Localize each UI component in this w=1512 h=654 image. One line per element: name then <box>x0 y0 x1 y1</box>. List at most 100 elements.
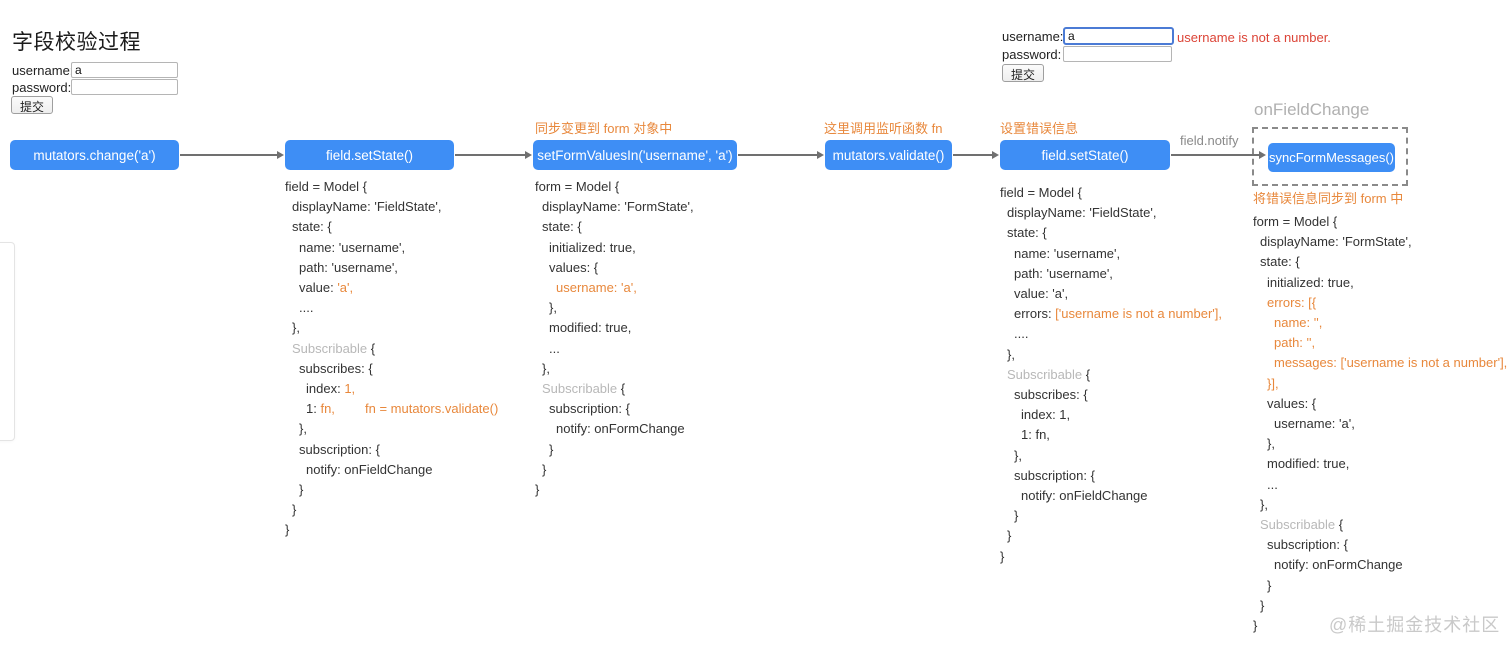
code-line: notify: onFieldChange <box>1021 488 1148 504</box>
code-line: notify: onFormChange <box>1274 557 1403 573</box>
code-line: .... <box>299 300 314 316</box>
code-line: displayName: 'FieldState', <box>292 199 442 215</box>
arrow-1 <box>180 151 284 158</box>
annotation-set-error: 设置错误信息 <box>1000 121 1079 136</box>
code-line: form = Model { <box>1253 214 1338 229</box>
code-line: }, <box>542 360 550 376</box>
code-line: displayName: 'FormState', <box>1260 234 1412 250</box>
code-line: }, <box>1267 436 1275 452</box>
code-line: modified: true, <box>1267 456 1350 472</box>
code-line: } <box>1007 528 1012 544</box>
left-password-label: password: <box>12 80 72 95</box>
code-line: } <box>299 482 304 498</box>
code-line: index: 1, <box>1021 407 1071 423</box>
code-line: subscription: { <box>1267 537 1348 553</box>
code-line: path: '', <box>1274 335 1316 351</box>
flow-node-label: setFormValuesIn('username', 'a') <box>537 147 733 163</box>
code-line: } <box>1253 618 1258 634</box>
code-line: displayName: 'FieldState', <box>1007 205 1157 221</box>
code-line: value: 'a', <box>299 280 354 296</box>
code-line: state: { <box>1260 254 1300 270</box>
right-username-input[interactable] <box>1063 27 1174 45</box>
right-username-label: username: <box>1002 29 1064 44</box>
field-notify-edge-label: field.notify <box>1180 133 1239 148</box>
flow-node-mutators-change: mutators.change('a') <box>10 140 179 170</box>
code-line: path: 'username', <box>1014 265 1113 281</box>
code-block-field-state-2: field = Model { displayName: 'FieldState'… <box>1000 183 1222 567</box>
code-line: Subscribable { <box>292 340 376 356</box>
code-line: }, <box>299 421 307 437</box>
code-line: } <box>1014 508 1019 524</box>
code-line: subscription: { <box>299 441 380 457</box>
code-line: initialized: true, <box>549 239 636 255</box>
code-line: Subscribable { <box>1007 366 1091 382</box>
code-line: } <box>285 522 290 538</box>
code-line: notify: onFormChange <box>556 421 685 437</box>
flow-node-label: mutators.change('a') <box>33 147 156 163</box>
code-line: notify: onFieldChange <box>306 461 433 477</box>
code-line: field = Model { <box>1000 185 1083 200</box>
code-line: subscribes: { <box>299 360 373 376</box>
code-line: username: 'a', <box>556 280 637 296</box>
right-password-input[interactable] <box>1063 46 1172 62</box>
code-line: } <box>535 482 540 498</box>
code-line: state: { <box>1007 225 1047 241</box>
code-line: 1: fn, <box>306 401 335 417</box>
flow-node-field-setstate-2: field.setState() <box>1000 140 1170 170</box>
code-line: value: 'a', <box>1014 286 1069 302</box>
code-line: ... <box>1267 476 1278 492</box>
code-line: index: 1, <box>306 381 356 397</box>
code-line: path: 'username', <box>299 259 398 275</box>
annotation-sync-to-form: 同步变更到 form 对象中 <box>535 121 673 136</box>
code-line: form = Model { <box>535 179 620 194</box>
code-line: state: { <box>292 219 332 235</box>
code-line: }], <box>1267 375 1279 391</box>
code-line: 1: fn, <box>1021 427 1050 443</box>
code-line: errors: ['username is not a number'], <box>1014 306 1222 322</box>
code-line: initialized: true, <box>1267 274 1354 290</box>
arrow-3 <box>738 151 824 158</box>
left-password-input[interactable] <box>71 79 178 95</box>
code-line: .... <box>1014 326 1029 342</box>
annotation-fn-equals: fn = mutators.validate() <box>365 401 499 416</box>
left-edge-partial-panel <box>0 242 15 441</box>
code-line: }, <box>549 300 557 316</box>
on-field-change-title: onFieldChange <box>1254 100 1370 119</box>
code-line: messages: ['username is not a number'], <box>1274 355 1508 371</box>
left-username-input[interactable] <box>71 62 178 78</box>
code-line: subscription: { <box>1014 467 1095 483</box>
right-password-label: password: <box>1002 47 1062 62</box>
watermark: @稀土掘金技术社区 <box>1329 615 1501 635</box>
arrow-2 <box>455 151 532 158</box>
code-line: } <box>542 461 547 477</box>
code-block-form-state-2: form = Model { displayName: 'FormState', s… <box>1253 212 1507 636</box>
code-line: }, <box>1014 447 1022 463</box>
left-submit-button[interactable]: 提交 <box>11 96 54 114</box>
code-line: Subscribable { <box>542 381 626 397</box>
username-error-text: username is not a number. <box>1177 30 1331 45</box>
code-line: subscription: { <box>549 401 630 417</box>
on-field-change-group <box>1252 127 1408 186</box>
flow-node-label: mutators.validate() <box>832 147 945 163</box>
code-line: name: 'username', <box>1014 245 1121 261</box>
code-line: subscribes: { <box>1014 387 1088 403</box>
right-submit-button[interactable]: 提交 <box>1002 64 1045 82</box>
flow-node-label: field.setState() <box>1041 147 1129 163</box>
arrow-4 <box>953 151 999 158</box>
flow-node-label: field.setState() <box>325 147 414 163</box>
code-line: username: 'a', <box>1274 416 1355 432</box>
flow-node-set-form-values-in: setFormValuesIn('username', 'a') <box>533 140 737 170</box>
code-line: }, <box>292 320 300 336</box>
code-line: displayName: 'FormState', <box>542 199 694 215</box>
flow-node-label: syncFormMessages() <box>1269 150 1394 165</box>
code-line: errors: [{ <box>1267 294 1317 310</box>
code-line: field = Model { <box>285 179 368 194</box>
page-title: 字段校验过程 <box>12 31 141 54</box>
code-line: }, <box>1260 496 1268 512</box>
code-line: values: { <box>1267 395 1317 411</box>
left-username-label: username: <box>12 63 74 78</box>
code-line: ... <box>549 340 560 356</box>
flow-node-field-setstate-1: field.setState() <box>285 140 454 170</box>
code-line: }, <box>1007 346 1015 362</box>
